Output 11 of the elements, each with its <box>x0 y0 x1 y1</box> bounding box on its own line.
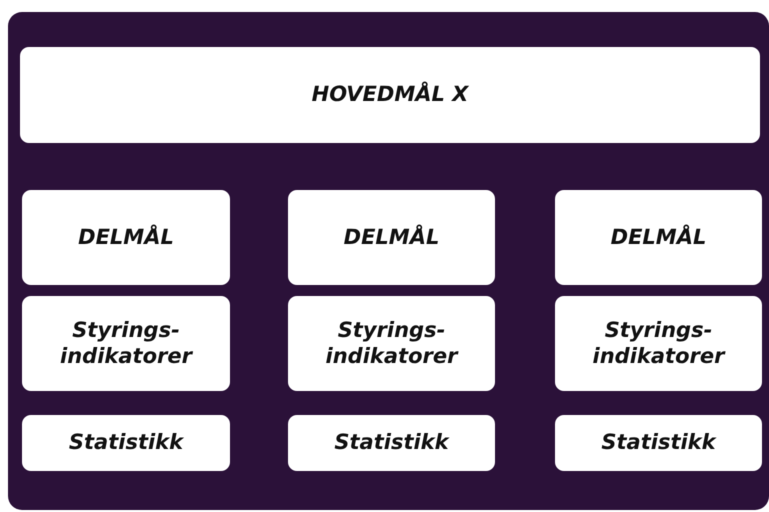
goal-box: DELMÅL <box>288 190 495 285</box>
panel-background <box>8 12 769 510</box>
goal-box: Styrings- indikatorer <box>22 296 230 391</box>
goal-box: Statistikk <box>22 415 230 471</box>
goal-box: Styrings- indikatorer <box>288 296 495 391</box>
goal-box: DELMÅL <box>22 190 230 285</box>
goal-box: Styrings- indikatorer <box>555 296 762 391</box>
goal-box: DELMÅL <box>555 190 762 285</box>
goal-box: Statistikk <box>288 415 495 471</box>
goal-box: Statistikk <box>555 415 762 471</box>
goal-box: HOVEDMÅL X <box>20 47 760 143</box>
